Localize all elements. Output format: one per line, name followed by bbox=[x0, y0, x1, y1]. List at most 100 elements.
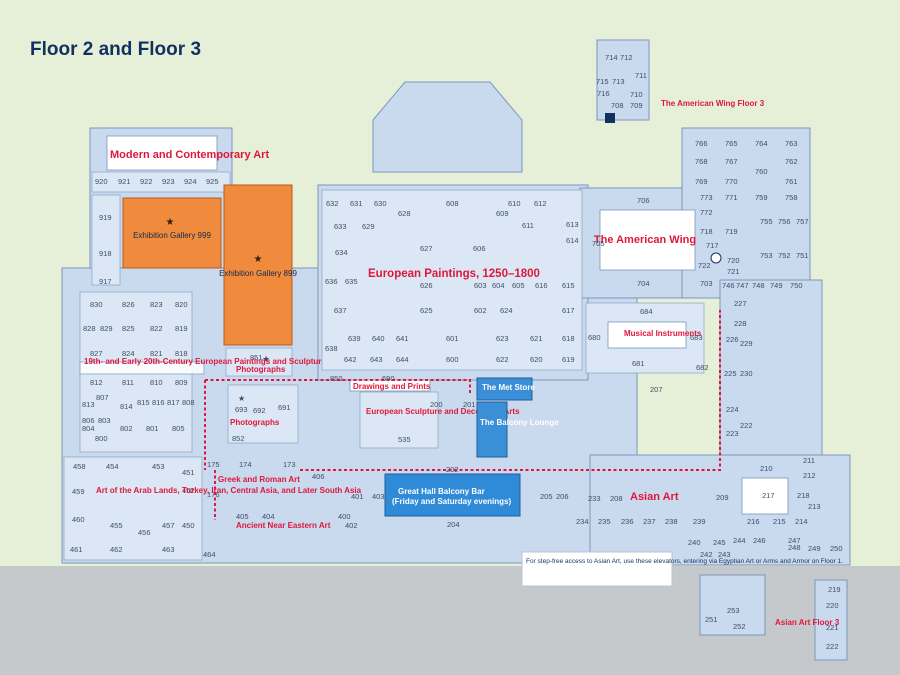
svg-text:404: 404 bbox=[262, 512, 275, 521]
room-923: 923 bbox=[162, 177, 175, 186]
svg-text:757: 757 bbox=[796, 217, 809, 226]
svg-text:460: 460 bbox=[72, 515, 85, 524]
svg-text:642: 642 bbox=[344, 355, 357, 364]
exhibition-899-label: Exhibition Gallery 899 bbox=[219, 269, 297, 278]
near-eastern-wing[interactable]: 405 404 403 401 400 402 204 Ancient Near… bbox=[236, 492, 460, 530]
svg-text:226: 226 bbox=[726, 335, 739, 344]
svg-text:209: 209 bbox=[716, 493, 729, 502]
photographs-gallery[interactable]: ★ 693 692 691 852 Photographs bbox=[227, 384, 299, 444]
svg-text:820: 820 bbox=[175, 300, 188, 309]
svg-text:824: 824 bbox=[122, 349, 135, 358]
svg-text:815: 815 bbox=[137, 398, 150, 407]
greek-roman-label: Greek and Roman Art bbox=[218, 475, 300, 484]
arab-rooms: 458 454 453 451 459 452 460 455 456 457 … bbox=[70, 462, 216, 559]
svg-text:810: 810 bbox=[150, 378, 163, 387]
svg-text:222: 222 bbox=[740, 421, 753, 430]
asian-art-wing[interactable]: Asian Art 205 206 233 208 209 210 211 21… bbox=[540, 456, 843, 651]
svg-text:600: 600 bbox=[446, 355, 459, 364]
svg-text:751: 751 bbox=[796, 251, 809, 260]
svg-text:692: 692 bbox=[253, 406, 266, 415]
great-hall-balcony-bar[interactable]: Great Hall Balcony Bar (Friday and Satur… bbox=[384, 473, 521, 517]
svg-text:632: 632 bbox=[326, 199, 339, 208]
svg-text:760: 760 bbox=[755, 167, 768, 176]
room-201: 201 bbox=[463, 400, 476, 409]
svg-text:405: 405 bbox=[236, 512, 249, 521]
svg-text:406: 406 bbox=[312, 472, 325, 481]
nineteenth-century-wing[interactable]: 830 826 823 820 828 829 825 822 819 827 … bbox=[79, 291, 326, 453]
svg-text:768: 768 bbox=[695, 157, 708, 166]
svg-text:826: 826 bbox=[122, 300, 135, 309]
nineteenth-label: 19th- and Early 20th-Century European Pa… bbox=[84, 357, 326, 366]
svg-text:829: 829 bbox=[100, 324, 113, 333]
svg-text:629: 629 bbox=[362, 222, 375, 231]
svg-text:238: 238 bbox=[665, 517, 678, 526]
svg-text:402: 402 bbox=[345, 521, 358, 530]
great-hall-sub-label: (Friday and Saturday evenings) bbox=[392, 497, 511, 506]
greek-roman-wing[interactable]: 175 174 173 406 176 Greek and Roman Art bbox=[207, 460, 325, 499]
svg-text:619: 619 bbox=[562, 355, 575, 364]
svg-text:631: 631 bbox=[350, 199, 363, 208]
svg-text:451: 451 bbox=[182, 468, 195, 477]
svg-text:693: 693 bbox=[235, 405, 248, 414]
nineteenth-rooms: 830 826 823 820 828 829 825 822 819 827 … bbox=[82, 300, 195, 443]
svg-text:710: 710 bbox=[630, 90, 643, 99]
svg-text:828: 828 bbox=[83, 324, 96, 333]
drawings-label: Drawings and Prints bbox=[353, 382, 431, 391]
svg-text:623: 623 bbox=[496, 334, 509, 343]
svg-text:644: 644 bbox=[396, 355, 409, 364]
svg-text:225: 225 bbox=[724, 369, 737, 378]
svg-text:229: 229 bbox=[740, 339, 753, 348]
svg-text:461: 461 bbox=[70, 545, 83, 554]
balcony-lounge[interactable]: The Balcony Lounge bbox=[476, 401, 559, 458]
svg-text:770: 770 bbox=[725, 177, 738, 186]
svg-text:400: 400 bbox=[338, 512, 351, 521]
american-top-rooms: 714 712 711 715 713 716 710 709 708 bbox=[596, 53, 647, 110]
modern-label: Modern and Contemporary Art bbox=[110, 149, 269, 161]
svg-text:452: 452 bbox=[182, 486, 195, 495]
american-wing-floor3[interactable]: 714 712 711 715 713 716 710 709 708 The … bbox=[596, 53, 765, 123]
room-917: 917 bbox=[99, 277, 112, 286]
asian-floor3-label: Asian Art Floor 3 bbox=[775, 618, 840, 627]
met-store[interactable]: The Met Store bbox=[476, 377, 535, 401]
svg-text:621: 621 bbox=[530, 334, 543, 343]
svg-text:747: 747 bbox=[736, 281, 749, 290]
svg-text:246: 246 bbox=[753, 536, 766, 545]
svg-text:251: 251 bbox=[705, 615, 718, 624]
svg-text:210: 210 bbox=[760, 464, 773, 473]
exhibition-gallery-999[interactable]: ★ Exhibition Gallery 999 bbox=[122, 197, 222, 269]
musical-instruments-wing[interactable]: Musical Instruments 684 680 683 681 682 bbox=[585, 302, 709, 374]
svg-text:712: 712 bbox=[620, 53, 633, 62]
svg-text:691: 691 bbox=[278, 403, 291, 412]
svg-text:244: 244 bbox=[733, 536, 746, 545]
center-galleries[interactable]: Drawings and Prints 850 690 European Scu… bbox=[330, 374, 663, 474]
svg-text:242: 242 bbox=[700, 550, 713, 559]
room-921: 921 bbox=[118, 177, 131, 186]
american-main-rooms: 706 705 704 703 766 765 764 763 768 767 … bbox=[592, 139, 809, 290]
svg-text:827: 827 bbox=[90, 349, 103, 358]
svg-text:683: 683 bbox=[690, 333, 703, 342]
exhibition-gallery-899[interactable]: ★ Exhibition Gallery 899 bbox=[219, 184, 297, 346]
svg-text:464: 464 bbox=[203, 550, 216, 559]
american-wing[interactable]: The American Wing 706 705 704 703 766 76… bbox=[592, 139, 809, 290]
svg-text:804: 804 bbox=[82, 424, 95, 433]
svg-text:216: 216 bbox=[747, 517, 760, 526]
svg-text:681: 681 bbox=[632, 359, 645, 368]
svg-text:638: 638 bbox=[325, 344, 338, 353]
svg-text:704: 704 bbox=[637, 279, 650, 288]
svg-text:233: 233 bbox=[588, 494, 601, 503]
room-924: 924 bbox=[184, 177, 197, 186]
svg-text:772: 772 bbox=[700, 208, 713, 217]
svg-text:639: 639 bbox=[348, 334, 361, 343]
room-922: 922 bbox=[140, 177, 153, 186]
modern-contemporary-wing[interactable]: Modern and Contemporary Art 920 921 922 … bbox=[91, 135, 269, 286]
svg-text:450: 450 bbox=[182, 521, 195, 530]
european-paintings-wing[interactable]: 632 631 630 628 608 609 610 611 612 613 … bbox=[321, 189, 583, 371]
great-hall-label: Great Hall Balcony Bar bbox=[398, 487, 485, 496]
svg-text:206: 206 bbox=[556, 492, 569, 501]
step-free-note: For step-free access to Asian Art, use t… bbox=[521, 551, 843, 587]
svg-text:625: 625 bbox=[420, 306, 433, 315]
svg-text:825: 825 bbox=[122, 324, 135, 333]
svg-text:215: 215 bbox=[773, 517, 786, 526]
arab-lands-wing[interactable]: 458 454 453 451 459 452 460 455 456 457 … bbox=[63, 456, 362, 561]
